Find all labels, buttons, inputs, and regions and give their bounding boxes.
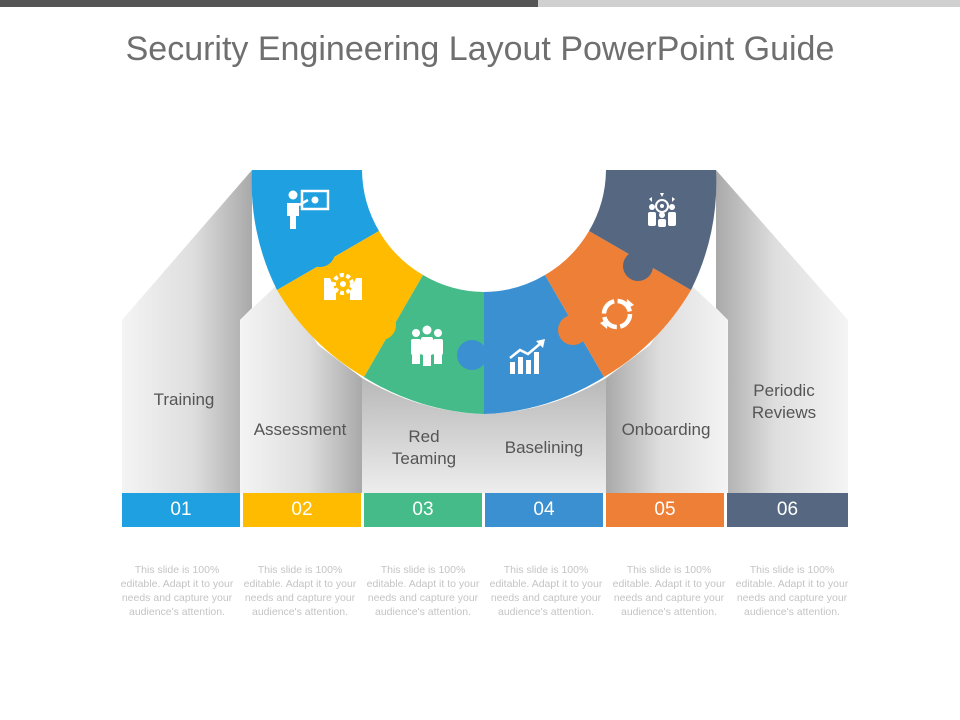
background-columns [122, 170, 848, 493]
number-bar-4 [485, 493, 603, 527]
column-5 [606, 284, 728, 493]
puzzle-knob-2 [366, 310, 396, 340]
number-bar-5 [606, 493, 724, 527]
column-3 [362, 378, 484, 493]
column-1 [122, 170, 252, 493]
puzzle-piece-4 [484, 275, 604, 414]
puzzle-piece-1 [251, 170, 379, 290]
step-description-4: This slide is 100% editable. Adapt it to… [489, 564, 603, 618]
number-bar-2 [243, 493, 361, 527]
step-number-4: 04 [533, 499, 555, 520]
step-description-6: This slide is 100% editable. Adapt it to… [735, 564, 849, 618]
column-4 [484, 378, 606, 493]
step-number-1: 01 [170, 499, 192, 520]
step-number-6: 06 [776, 499, 799, 520]
top-accent-bar-dark [0, 0, 538, 7]
team-people-icon [411, 325, 443, 366]
page-title: Security Engineering Layout PowerPoint G… [125, 30, 835, 68]
step-label-1: Training [153, 390, 215, 409]
top-accent-bar [0, 0, 960, 7]
puzzle-knob-5 [623, 251, 653, 281]
step-description-1: This slide is 100% editable. Adapt it to… [120, 564, 234, 618]
step-number-2: 02 [291, 499, 313, 520]
step-label-6: Periodic Reviews [751, 381, 817, 422]
number-bar-1 [122, 493, 240, 527]
step-description-3: This slide is 100% editable. Adapt it to… [366, 564, 480, 618]
puzzle-piece-6 [589, 170, 717, 290]
puzzle-knob-4 [558, 315, 588, 345]
step-description-2: This slide is 100% editable. Adapt it to… [243, 564, 357, 618]
step-label-2: Assessment [253, 420, 347, 439]
step-label-3: Red Teaming [391, 427, 457, 468]
top-accent-bar-light [538, 0, 960, 7]
puzzle-piece-5 [545, 231, 691, 377]
presenter-board-icon [287, 189, 330, 229]
step-label-4: Baselining [504, 438, 584, 457]
growth-chart-icon [509, 339, 545, 374]
hands-gear-icon [324, 273, 362, 300]
refresh-cycle-icon [600, 298, 634, 330]
step-number-5: 05 [654, 499, 676, 520]
number-bar-3 [364, 493, 482, 527]
puzzle-knob-3 [457, 340, 487, 370]
step-number-3: 03 [412, 499, 434, 520]
group-target-icon [648, 193, 676, 227]
number-bars [122, 493, 848, 527]
number-bar-6 [727, 493, 848, 527]
puzzle-knob-1 [305, 237, 335, 267]
step-label-5: Onboarding [621, 420, 711, 439]
step-description-5: This slide is 100% editable. Adapt it to… [612, 564, 726, 618]
puzzle-piece-2 [277, 231, 423, 377]
column-6 [716, 170, 848, 493]
column-2 [240, 284, 362, 493]
